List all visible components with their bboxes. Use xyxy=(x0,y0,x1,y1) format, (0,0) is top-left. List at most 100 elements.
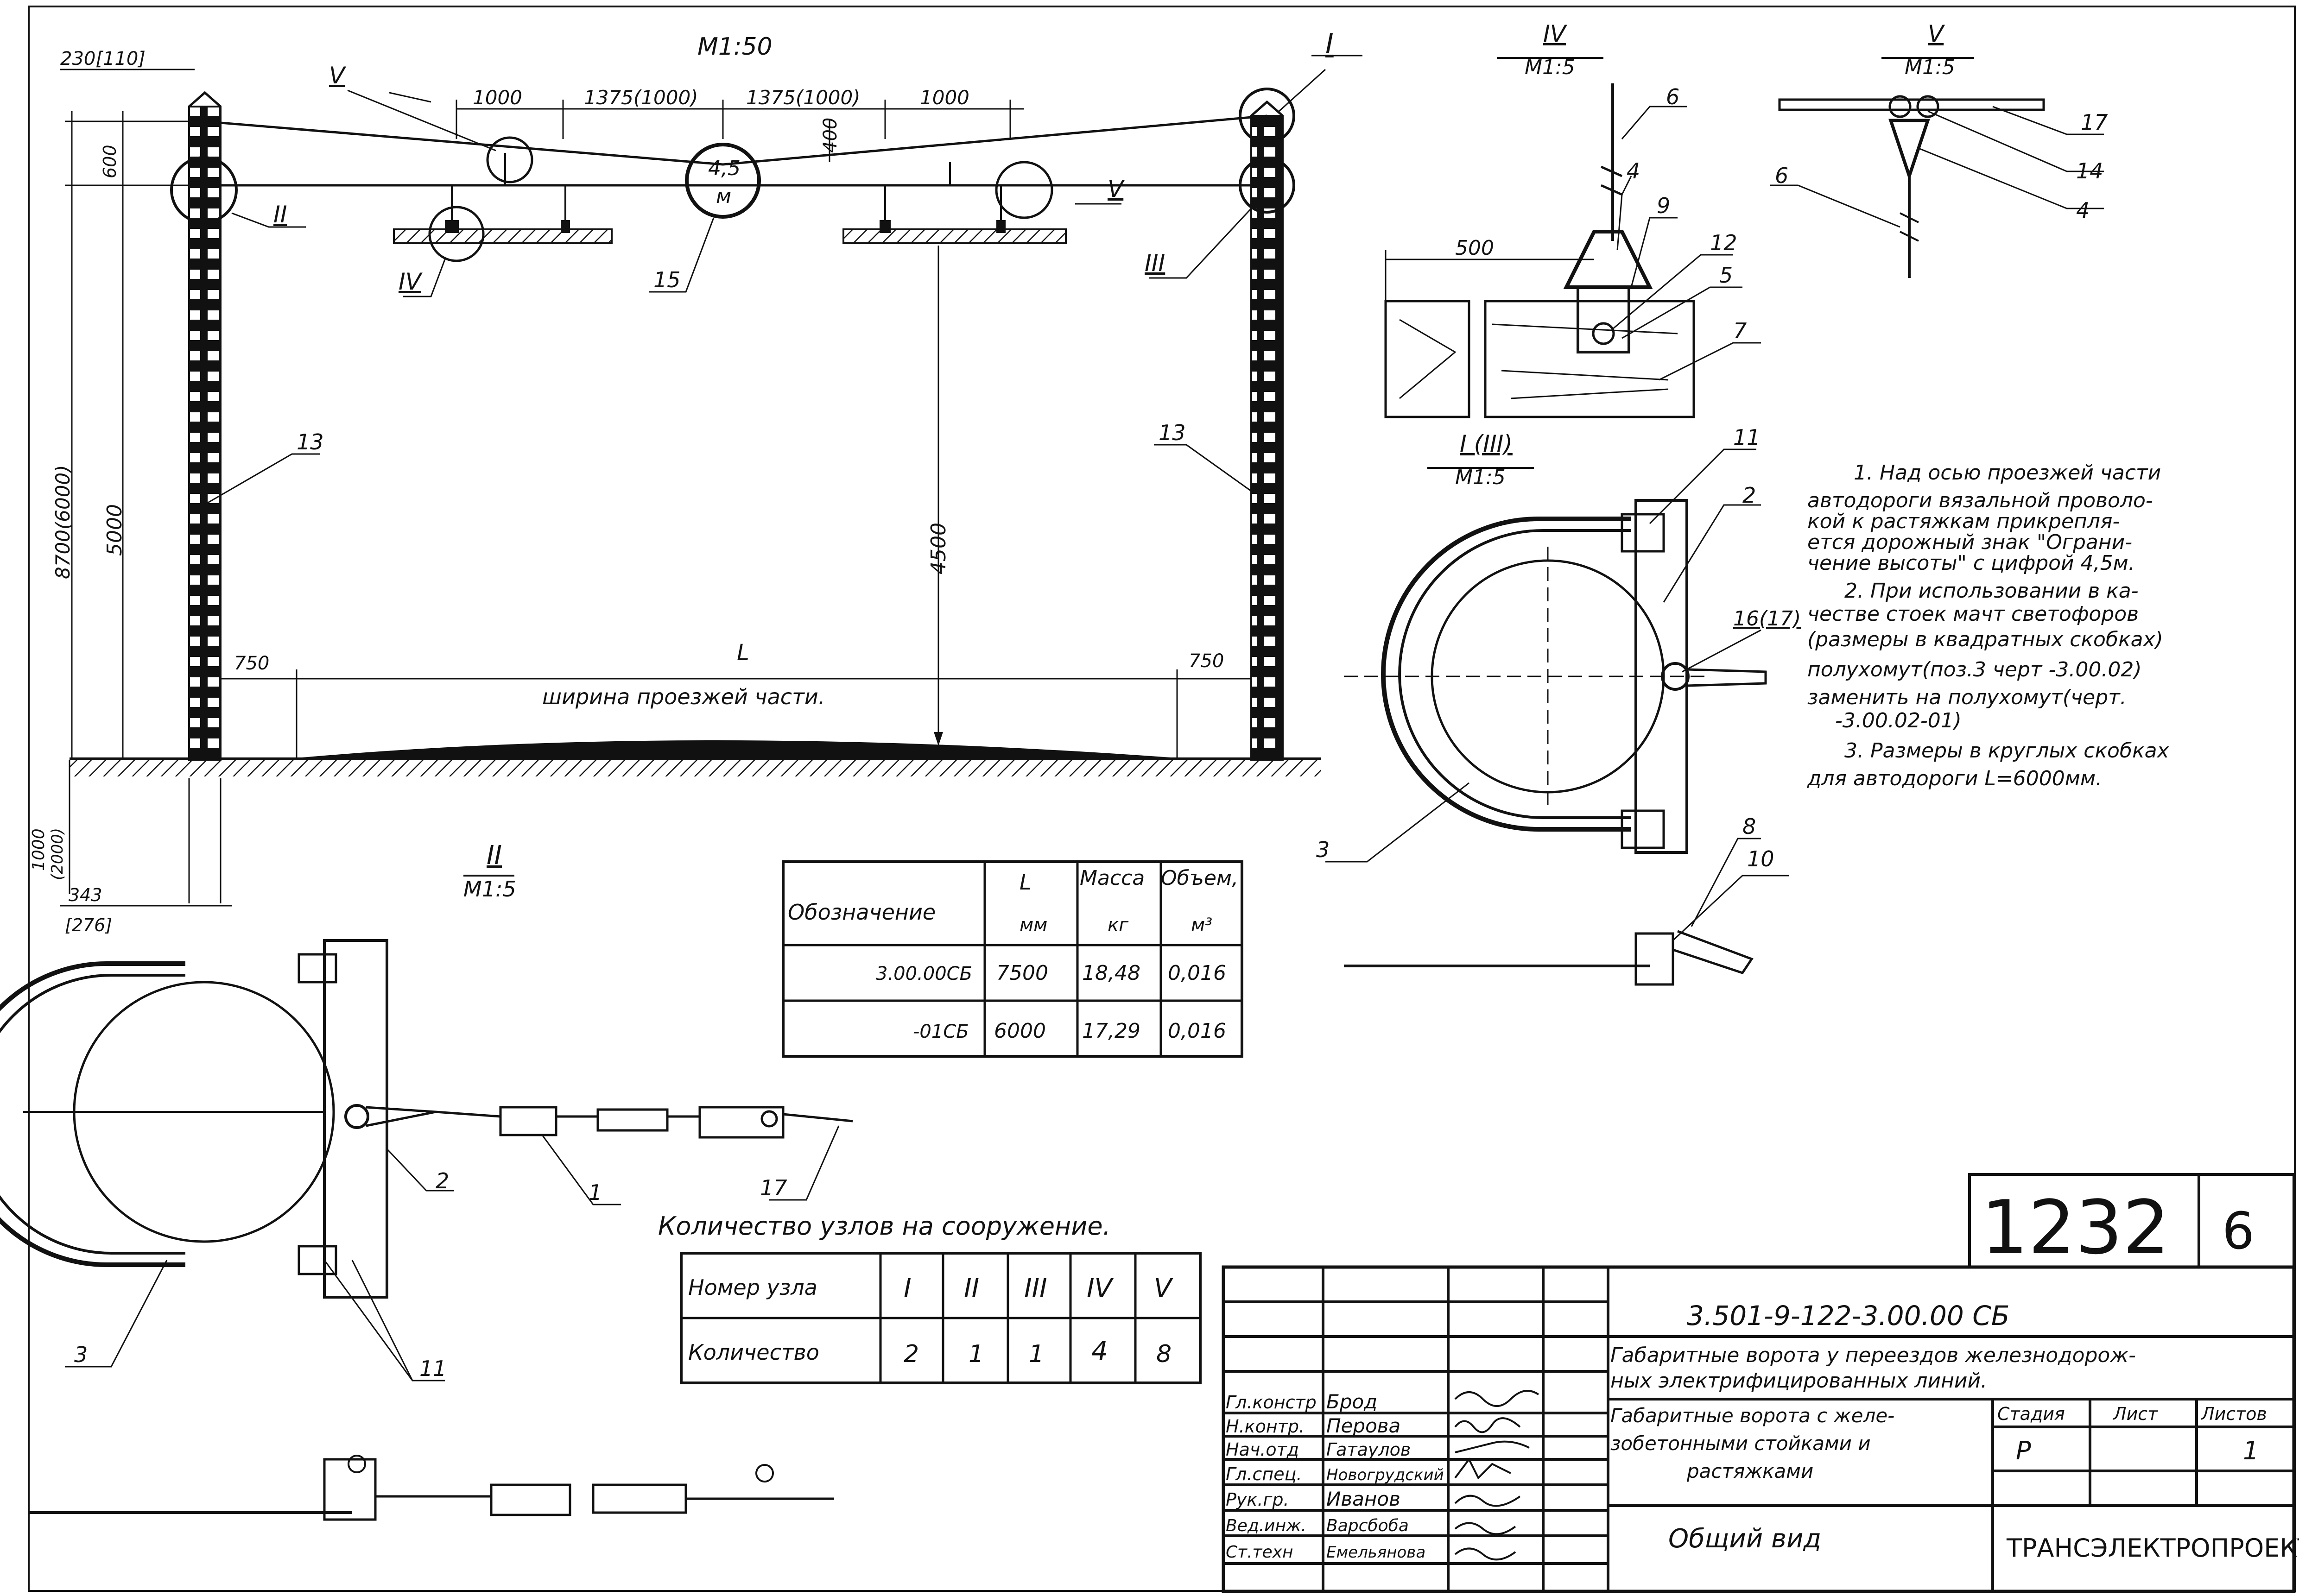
view-II-num-11: 11 xyxy=(419,1356,447,1381)
dim-400: 400 xyxy=(820,118,841,153)
nodes-number-IV: IV xyxy=(1087,1274,1114,1304)
view-II-clamp xyxy=(0,961,185,1267)
staff-name-1: Брод xyxy=(1326,1390,1377,1413)
title-name-2: зобетонными стойками и xyxy=(1610,1432,1871,1455)
dim-230: 230[110] xyxy=(60,48,146,69)
view-IV-board-right xyxy=(1484,300,1695,418)
dim-600: 600 xyxy=(100,145,120,178)
callout-III: III xyxy=(1145,250,1165,277)
callout-13-left: 13 xyxy=(297,429,324,454)
note-line-3: кой к растяжкам прикрепля- xyxy=(1807,510,2120,533)
view-IV-num-6: 6 xyxy=(1666,84,1679,109)
dim-276: [276] xyxy=(65,915,112,935)
view-I-num-16: 16(17) xyxy=(1733,607,1801,631)
nodes-row-label-number: Номер узла xyxy=(688,1275,817,1300)
lumber-board-right xyxy=(842,228,1067,244)
callout-15: 15 xyxy=(653,267,681,292)
staff-name-2: Перова xyxy=(1326,1414,1400,1437)
view-II-num-1: 1 xyxy=(589,1180,602,1205)
view-II-side xyxy=(28,1455,834,1521)
callout-IV: IV xyxy=(399,268,423,295)
dim-2000-below: (2000) xyxy=(48,828,67,880)
view-I-num-8: 8 xyxy=(1742,814,1756,839)
callout-V-b: V xyxy=(1108,176,1125,202)
sign-unit: м xyxy=(716,184,731,208)
note-line-10: заменить на полухомут(черт. xyxy=(1807,686,2127,709)
callout-II: II xyxy=(273,201,287,228)
nodes-row-label-count: Количество xyxy=(688,1340,819,1365)
nodes-count-III: 1 xyxy=(1029,1340,1044,1368)
node-IV-circle xyxy=(428,206,485,262)
nodes-count-II: 1 xyxy=(969,1340,984,1368)
organization: ТРАНСЭЛЕКТРОПРОЕКТ xyxy=(2006,1533,2299,1563)
spec-row1-designation: 3.00.00СБ xyxy=(876,963,972,984)
nodes-number-I: I xyxy=(904,1274,912,1304)
note-line-4: ется дорожный знак "Ограни- xyxy=(1807,530,2132,554)
sheets-value: 1 xyxy=(2243,1436,2259,1465)
view-II-title: II xyxy=(487,840,502,871)
drawing-number: 1232 xyxy=(1981,1184,2170,1271)
view-IV-title: IV xyxy=(1543,20,1568,47)
main-view: M1:50 4,5 м 1000 1375( xyxy=(29,28,1362,935)
staff-name-7: Емельянова xyxy=(1326,1543,1425,1562)
view-IV-dim-500: 500 xyxy=(1455,236,1494,260)
title-desc-2: ных электрифицированных линий. xyxy=(1610,1369,1987,1393)
spec-unit-mm: мм xyxy=(1020,915,1047,936)
sheet-number-top: 6 xyxy=(2222,1201,2255,1261)
spec-header-mass: Масса xyxy=(1080,866,1145,890)
sheet-frame xyxy=(28,6,2296,1592)
note-line-5: чение высоты" с цифрой 4,5м. xyxy=(1807,551,2135,575)
spec-unit-m3: м³ xyxy=(1191,915,1212,936)
view-II-plate xyxy=(323,939,388,1299)
callout-I: I xyxy=(1325,28,1334,60)
view-I-clamp xyxy=(1381,517,1631,832)
note-line-6: 2. При использовании в ка- xyxy=(1844,579,2139,603)
spec-row2-volume: 0,016 xyxy=(1168,1019,1226,1043)
pole-left xyxy=(188,106,222,761)
staff-name-3: Гатаулов xyxy=(1326,1439,1411,1460)
view-IV-scale: M1:5 xyxy=(1525,56,1575,79)
view-II-num-17: 17 xyxy=(760,1175,787,1200)
nodes-count-IV: 4 xyxy=(1091,1336,1108,1366)
note-line-9: полухомут(поз.3 черт -3.00.02) xyxy=(1807,658,2142,681)
spec-row2-mass: 17,29 xyxy=(1082,1019,1140,1043)
view-V-scale: M1:5 xyxy=(1905,56,1955,79)
spec-table: Обозначение L Масса Объем, мм кг м³ 3.00… xyxy=(782,860,1243,1058)
note-line-7: честве стоек мачт светофоров xyxy=(1807,602,2139,626)
staff-name-5: Иванов xyxy=(1326,1488,1400,1510)
staff-role-1: Гл.констр xyxy=(1226,1392,1317,1413)
view-I-scale: M1:5 xyxy=(1455,466,1506,489)
sheets-label: Листов xyxy=(2200,1404,2267,1424)
nodes-number-V: V xyxy=(1154,1274,1173,1304)
view-I-num-3: 3 xyxy=(1316,837,1330,862)
node-I-circle xyxy=(1239,88,1295,144)
dim-L: L xyxy=(737,640,749,666)
dim-1375-a: 1375(1000) xyxy=(584,86,698,109)
view-V-num-6: 6 xyxy=(1775,163,1788,188)
nodes-table-title: Количество узлов на сооружение. xyxy=(658,1211,1111,1241)
view-V-num-17: 17 xyxy=(2081,110,2108,135)
view-name: Общий вид xyxy=(1668,1524,1821,1554)
dim-4500: 4500 xyxy=(927,523,950,574)
spec-unit-kg: кг xyxy=(1108,915,1129,936)
title-desc-1: Габаритные ворота у переездов железнодор… xyxy=(1610,1344,2136,1367)
lumber-board-left xyxy=(393,228,613,244)
view-II-num-3: 3 xyxy=(74,1342,88,1367)
view-V: V M1:5 17 14 4 6 xyxy=(1770,20,2108,278)
nodes-count-I: 2 xyxy=(904,1340,919,1368)
sign-value: 4,5 xyxy=(708,157,741,180)
title-name-3: растяжками xyxy=(1686,1460,1813,1482)
view-IV-board-left xyxy=(1384,300,1470,418)
signature-marks xyxy=(1454,1390,1539,1561)
staff-role-3: Нач.отд xyxy=(1226,1439,1299,1460)
node-III-circle xyxy=(1239,157,1295,214)
node-V-circle-a xyxy=(486,136,533,183)
view-IV-num-4: 4 xyxy=(1627,158,1640,183)
view-V-title: V xyxy=(1928,20,1945,47)
upper-wire xyxy=(203,114,1267,166)
spec-row2-L: 6000 xyxy=(994,1019,1046,1043)
view-V-num-14: 14 xyxy=(2076,158,2103,183)
spec-header-designation: Обозначение xyxy=(788,900,936,925)
view-I-num-11: 11 xyxy=(1733,425,1761,450)
